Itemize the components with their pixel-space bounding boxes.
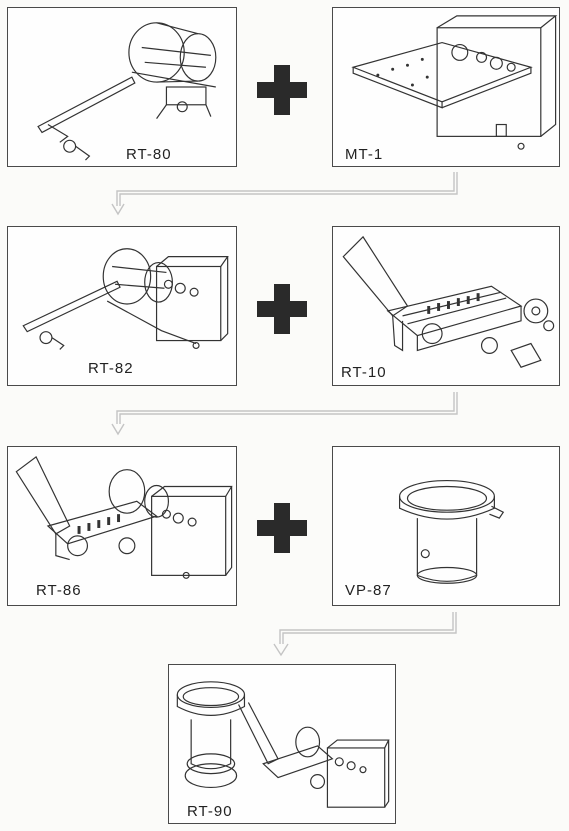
rt-82-machine-illustration	[22, 248, 229, 350]
rt-80-machine-illustration	[37, 22, 217, 161]
rt-10-unit-illustration	[342, 235, 555, 368]
connector-line-2b	[116, 392, 455, 424]
connector-line-1	[119, 172, 458, 206]
arrow-down-icon	[111, 423, 125, 436]
connector-line-3	[282, 612, 457, 644]
panel-rt-86: RT-86	[7, 446, 237, 606]
connector-line-1b	[116, 172, 455, 206]
arrow-down-icon	[111, 203, 125, 216]
plus-icon	[257, 65, 307, 115]
panel-rt-80: RT-80	[7, 7, 237, 167]
panel-label: RT-90	[187, 803, 233, 820]
panel-label: RT-10	[341, 364, 387, 381]
rt-86-machine-illustration	[15, 455, 233, 579]
panel-mt-1: MT-1	[332, 7, 560, 167]
vp-87-bowl-illustration	[398, 479, 505, 584]
connector-line-2	[119, 392, 458, 424]
panel-rt-10: RT-10	[332, 226, 560, 386]
panel-rt-82: RT-82	[7, 226, 237, 386]
panel-label: VP-87	[345, 582, 392, 599]
mt-1-machine-illustration	[351, 15, 558, 150]
panel-label: RT-80	[126, 146, 172, 163]
panel-label: RT-82	[88, 360, 134, 377]
panel-label: RT-86	[36, 582, 82, 599]
panel-vp-87: VP-87	[332, 446, 560, 606]
plus-icon	[257, 503, 307, 553]
panel-rt-90: RT-90	[168, 664, 396, 824]
plus-icon	[257, 284, 307, 334]
arrow-down-icon	[273, 643, 289, 657]
connector-line-3b	[279, 612, 454, 644]
rt-90-machine-illustration	[176, 681, 390, 808]
panel-label: MT-1	[345, 146, 384, 163]
